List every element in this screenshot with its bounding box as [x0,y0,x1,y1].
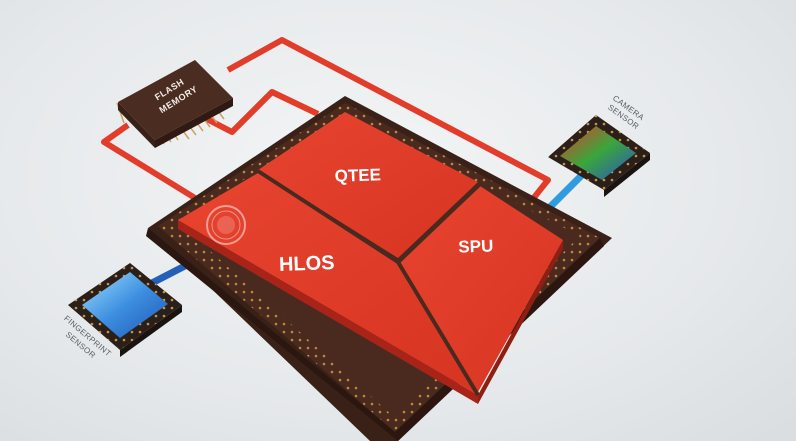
logo-stamp [206,205,246,245]
camera-sensor [548,115,650,197]
wire-flash-to-hlos [101,122,210,209]
spu-label: SPU [458,236,494,256]
hlos-region [178,173,478,395]
soc-die [178,112,563,404]
spu-region [398,186,563,392]
hlos-label: HLOS [279,252,335,276]
flash-memory-chip: FLASH MEMORY [116,60,233,148]
fingerprint-sensor [68,263,182,357]
qtee-region [258,112,478,258]
qtee-label: QTEE [334,165,381,186]
wire-flash-to-qtee [203,89,320,135]
